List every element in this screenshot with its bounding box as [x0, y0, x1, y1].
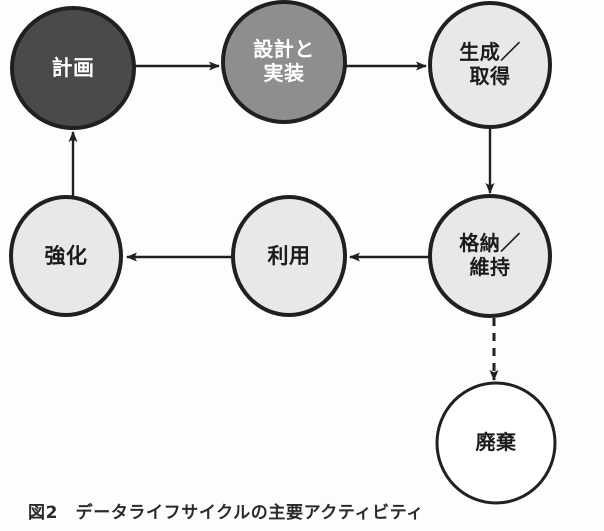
- node-circle-design-implement[interactable]: [221, 0, 347, 124]
- node-circle-enhance[interactable]: [9, 195, 123, 317]
- node-circle-create-acquire[interactable]: [428, 1, 552, 129]
- edge-layer: [68, 61, 499, 381]
- node-circle-plan[interactable]: [10, 6, 136, 130]
- node-circle-dispose[interactable]: [435, 381, 557, 505]
- node-layer: [9, 0, 557, 505]
- figure-caption: 図2 データライフサイクルの主要アクティビティ: [28, 503, 424, 523]
- node-circle-use[interactable]: [231, 195, 347, 317]
- node-circle-store-maintain[interactable]: [428, 194, 552, 318]
